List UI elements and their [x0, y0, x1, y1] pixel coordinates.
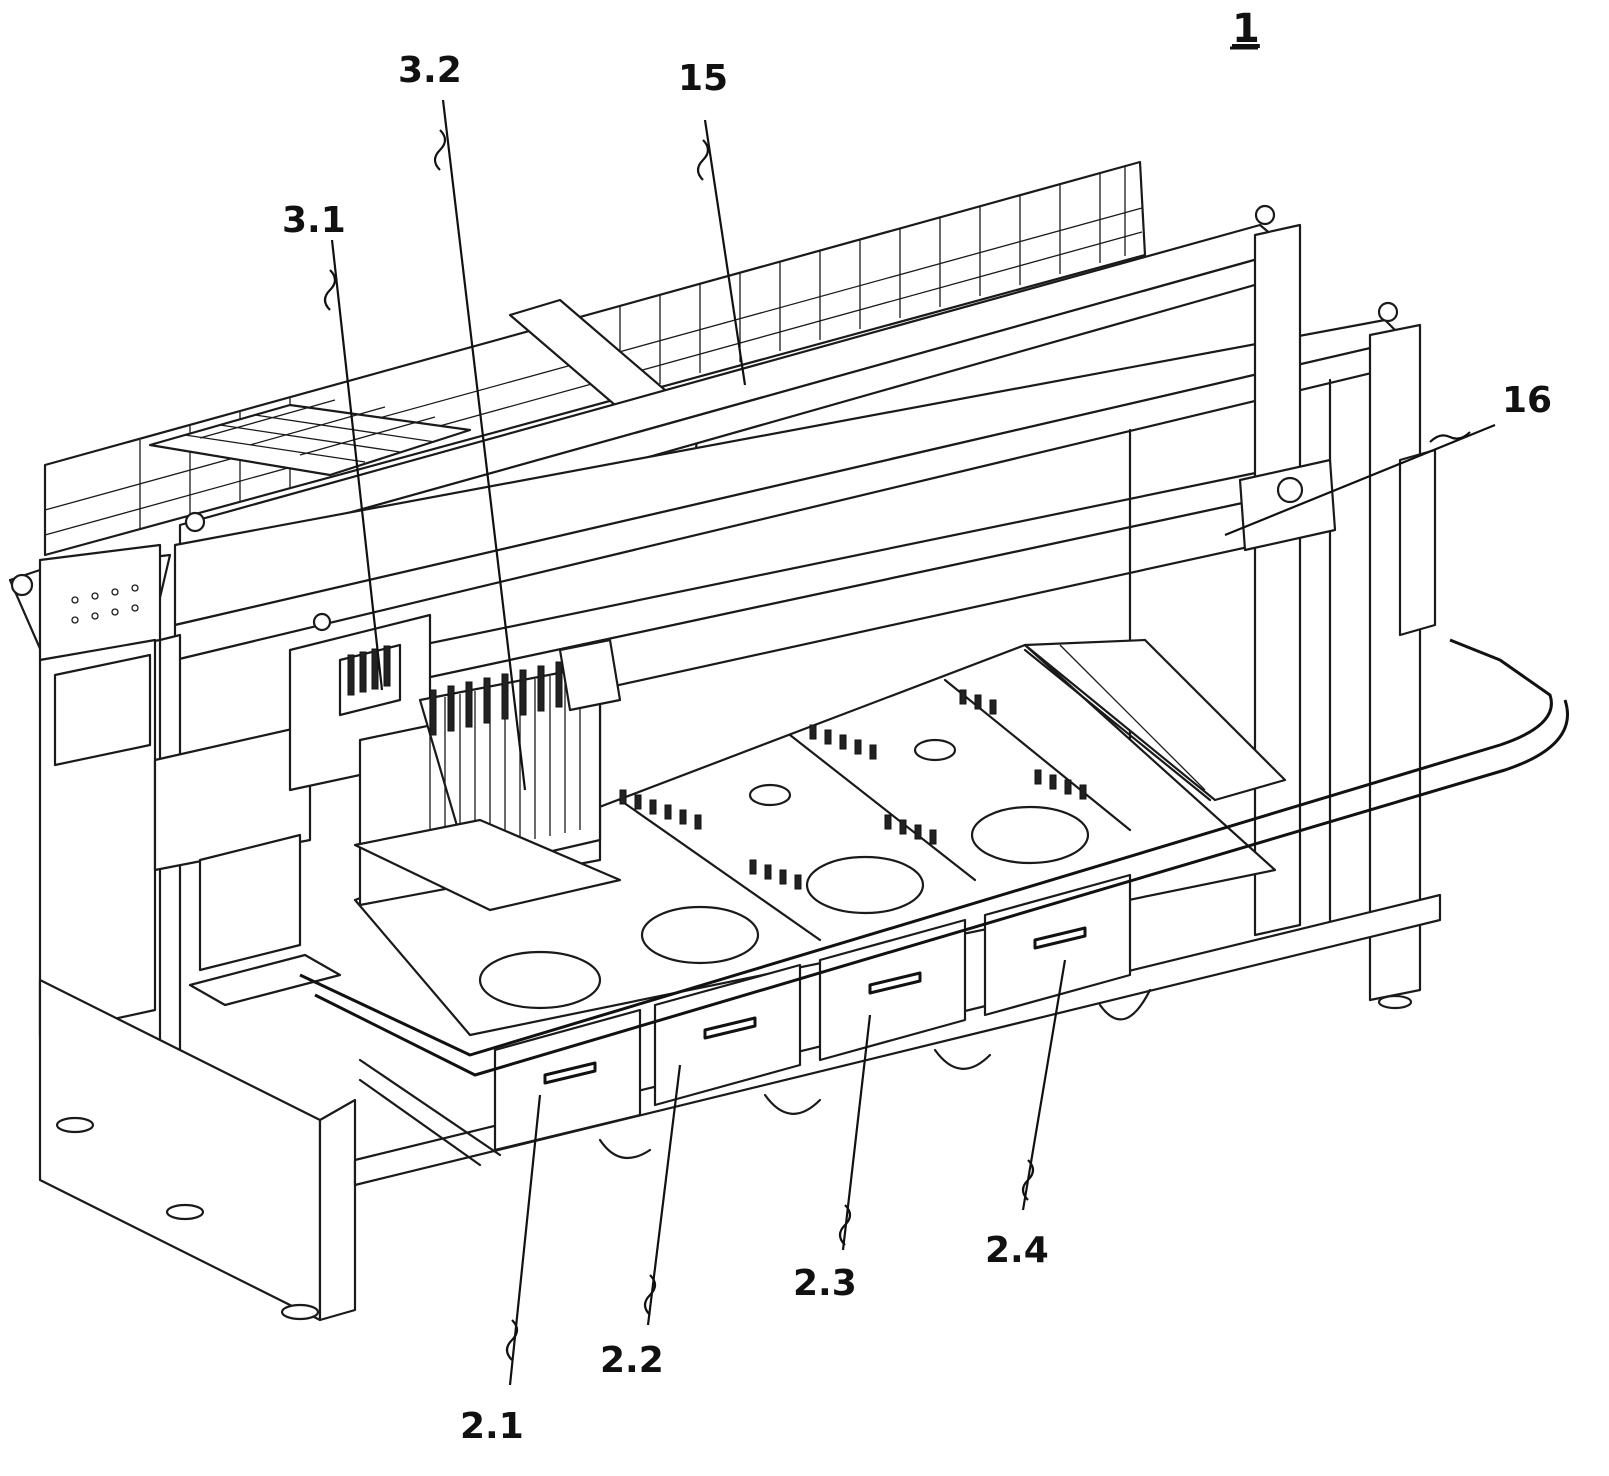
figure-number: 1 — [1232, 6, 1260, 52]
label-16: 16 — [1502, 380, 1552, 421]
label-2-1: 2.1 — [460, 1406, 524, 1447]
drawers — [493, 873, 1152, 1160]
right-frame — [1128, 223, 1437, 1002]
leader-3-1 — [330, 239, 384, 691]
drawer-2-3 — [818, 918, 967, 1062]
label-3-2: 3.2 — [398, 50, 462, 91]
leader-lines — [323, 99, 1496, 1386]
label-3-1: 3.1 — [282, 200, 346, 241]
handrail — [299, 638, 1569, 1077]
leader-15 — [703, 119, 747, 386]
leader-2-3 — [841, 1014, 872, 1251]
label-15: 15 — [678, 58, 728, 99]
label-2-4: 2.4 — [985, 1230, 1049, 1271]
leader-3-2 — [441, 99, 527, 791]
leader-16 — [1224, 423, 1496, 537]
leader-2-4 — [1021, 959, 1067, 1211]
drawer-2-2 — [653, 963, 802, 1107]
dispensing-head — [288, 613, 622, 912]
drawer-2-4 — [983, 873, 1132, 1017]
reference-labels: 1 3.2 15 3.1 16 2.1 2.2 2.3 2.4 — [282, 6, 1552, 1447]
deck-plate — [353, 638, 1287, 1037]
drawer-2-1 — [493, 1008, 642, 1152]
label-2-3: 2.3 — [793, 1263, 857, 1304]
label-2-2: 2.2 — [600, 1340, 664, 1381]
left-frame — [8, 543, 1413, 1322]
